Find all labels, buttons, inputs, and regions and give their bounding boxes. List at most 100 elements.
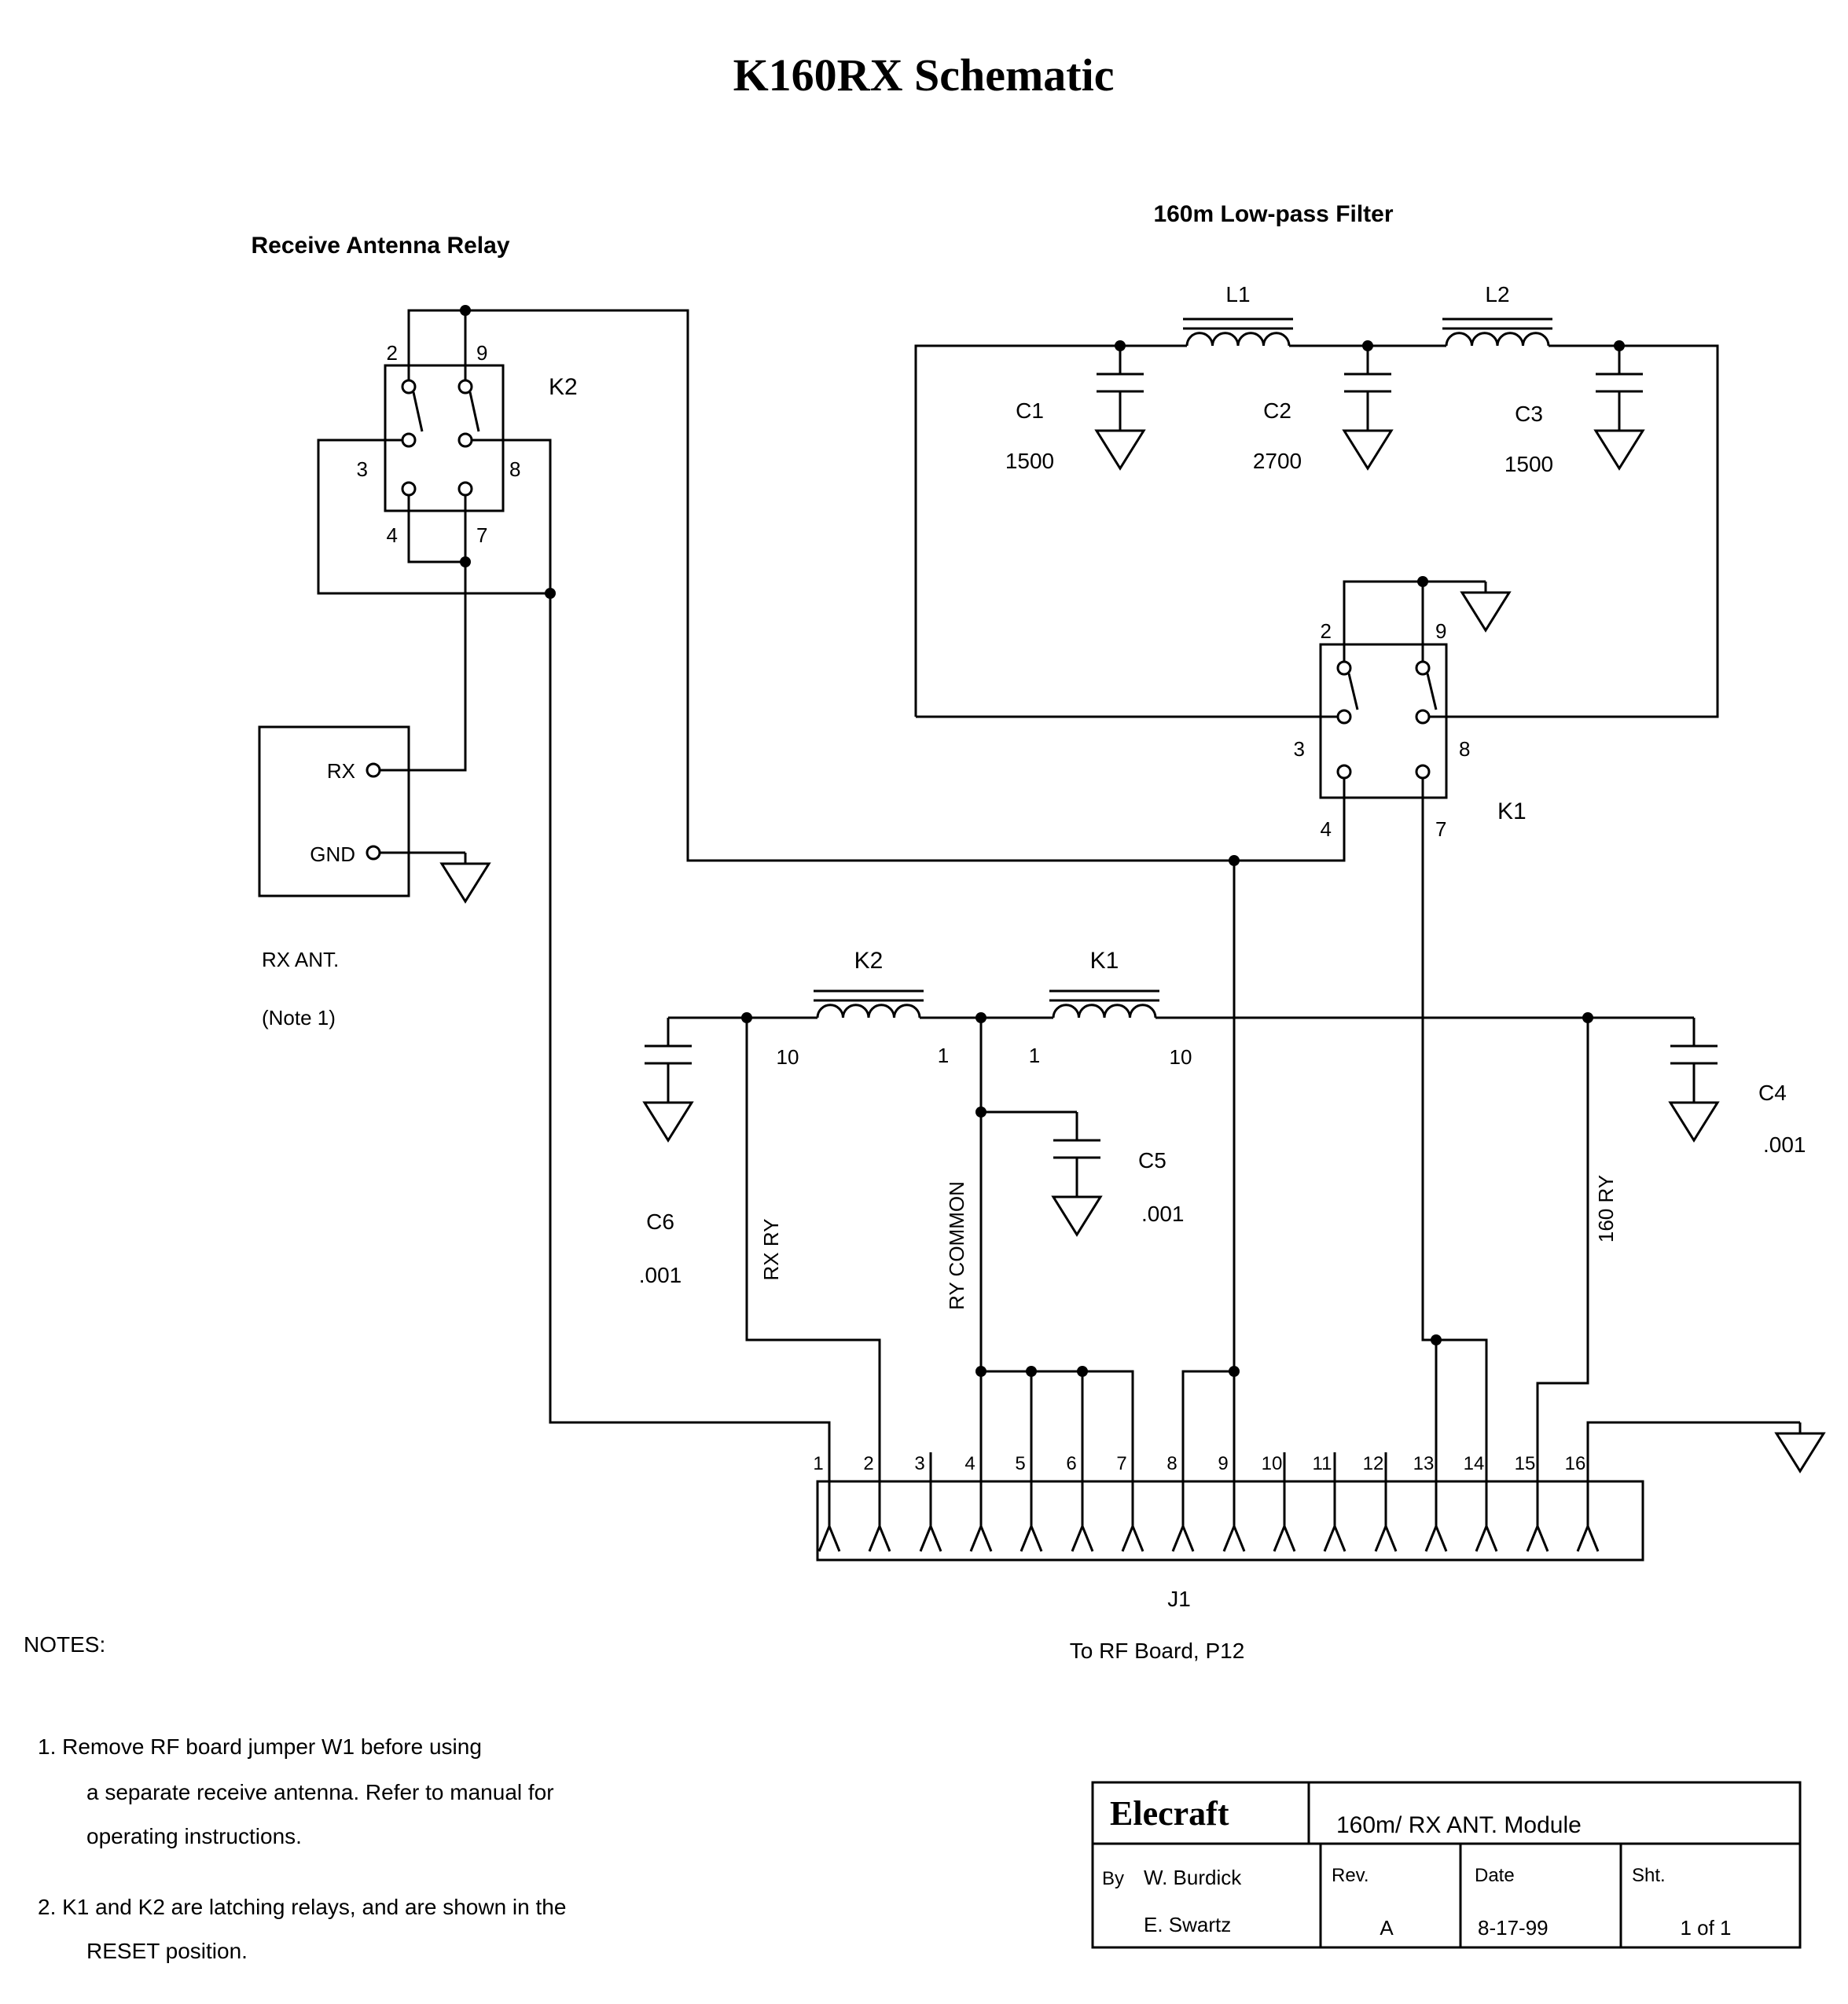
company-logo: Elecraft <box>1110 1794 1229 1833</box>
j1-pin-label-16: 16 <box>1565 1453 1586 1474</box>
capacitor-c4-value: .001 <box>1763 1132 1806 1157</box>
relay-k2-pin-9: 9 <box>476 341 487 365</box>
capacitor-c1-ref: C1 <box>1016 398 1044 423</box>
note-2-line-2: RESET position. <box>86 1939 248 1963</box>
ground-symbol-k1 <box>1460 580 1511 632</box>
by-name-1: W. Burdick <box>1144 1866 1242 1889</box>
capacitor-c2-ref: C2 <box>1263 398 1291 423</box>
net-label-ry-common: RY COMMON <box>945 1181 968 1310</box>
wires <box>317 309 1800 1481</box>
relay-k1-pin-9: 9 <box>1435 619 1446 643</box>
j1-pin-label-10: 10 <box>1262 1453 1283 1474</box>
net-label-160-ry: 160 RY <box>1594 1175 1618 1242</box>
capacitor-c3-ref: C3 <box>1515 402 1543 426</box>
net-label-rx-ry: RX RY <box>759 1219 783 1281</box>
relay-k1-pin-4: 4 <box>1321 817 1332 841</box>
relay-k1-ref: K1 <box>1497 798 1527 824</box>
relay-k2-pin-2: 2 <box>387 341 398 365</box>
relay-k1-pin-7: 7 <box>1435 817 1446 841</box>
j1-pin-label-3: 3 <box>914 1453 924 1474</box>
capacitor-c6-ref: C6 <box>646 1209 674 1234</box>
relay-k2-ref: K2 <box>549 374 578 400</box>
rx-ant-connector: RX GND RX ANT. (Note 1) <box>258 725 410 1030</box>
coil-k1-inductor <box>1048 989 1161 1019</box>
module-title: 160m/ RX ANT. Module <box>1336 1812 1582 1838</box>
coil-k2-pin-1: 1 <box>938 1044 949 1067</box>
sht-label: Sht. <box>1632 1865 1666 1886</box>
capacitor-c2 <box>1343 344 1393 421</box>
capacitor-c5-value: .001 <box>1141 1202 1185 1226</box>
j1-pin-label-15: 15 <box>1515 1453 1536 1474</box>
relay-coil-k2: K2 10 1 <box>777 948 950 1069</box>
note-2-line-1: 2. K1 and K2 are latching relays, and ar… <box>38 1895 566 1919</box>
ground-symbol-c5 <box>1052 1184 1102 1236</box>
capacitor-c2-value: 2700 <box>1253 449 1302 473</box>
capacitor-c1-value: 1500 <box>1005 449 1054 473</box>
relay-k1-pin-2: 2 <box>1321 619 1332 643</box>
gnd-terminal-label: GND <box>310 842 355 866</box>
ground-symbol-c1 <box>1095 418 1145 470</box>
j1-pin-label-11: 11 <box>1313 1453 1332 1474</box>
rx-terminal-label: RX <box>327 759 355 783</box>
coil-k2-inductor <box>812 989 925 1019</box>
rev-label: Rev. <box>1332 1865 1369 1886</box>
capacitor-c6 <box>643 1016 693 1093</box>
date-label: Date <box>1475 1865 1515 1886</box>
j1-pin-label-14: 14 <box>1464 1453 1485 1474</box>
j1-pin-label-1: 1 <box>813 1453 823 1474</box>
j1-pin-label-7: 7 <box>1116 1453 1126 1474</box>
j1-pin-label-8: 8 <box>1166 1453 1177 1474</box>
rx-ant-caption: RX ANT. <box>262 948 339 971</box>
capacitor-c4 <box>1669 1016 1719 1093</box>
date-value: 8-17-99 <box>1478 1916 1549 1940</box>
j1-connector: 1 2 3 4 5 6 7 8 9 10 11 12 13 14 15 16 J… <box>813 1453 1644 1663</box>
note-1-line-1: 1. Remove RF board jumper W1 before usin… <box>38 1734 482 1759</box>
coil-k2-pin-10: 10 <box>777 1045 799 1069</box>
j1-caption: To RF Board, P12 <box>1070 1639 1245 1663</box>
rx-ant-note: (Note 1) <box>262 1006 336 1030</box>
capacitor-c4-ref: C4 <box>1758 1081 1787 1105</box>
capacitor-c1 <box>1095 344 1145 421</box>
section-label-receive-antenna-relay: Receive Antenna Relay <box>251 233 509 259</box>
relay-k1-contacts: 2 9 3 8 4 7 K1 <box>1294 619 1527 841</box>
note-1-line-3: operating instructions. <box>86 1824 302 1848</box>
capacitor-c6-value: .001 <box>639 1263 682 1287</box>
inductor-l1 <box>1181 317 1295 347</box>
relay-k1-pin-8: 8 <box>1459 737 1470 761</box>
ground-symbol-rx-ant <box>440 851 490 903</box>
inductor-l2 <box>1441 317 1554 347</box>
notes-heading: NOTES: <box>24 1632 105 1657</box>
capacitor-c3-value: 1500 <box>1504 452 1553 476</box>
j1-pin-label-2: 2 <box>863 1453 873 1474</box>
page-title: K160RX Schematic <box>733 50 1115 101</box>
relay-k1-pin-3: 3 <box>1294 737 1305 761</box>
coil-k2-ref: K2 <box>854 948 884 974</box>
relay-k2-pin-8: 8 <box>509 457 520 481</box>
j1-pin-label-5: 5 <box>1015 1453 1025 1474</box>
relay-coil-k1: K1 1 10 <box>1029 948 1192 1069</box>
by-label: By <box>1102 1868 1124 1889</box>
section-label-lowpass-filter: 160m Low-pass Filter <box>1153 201 1393 227</box>
coil-k1-ref: K1 <box>1090 948 1119 974</box>
capacitor-c5-ref: C5 <box>1138 1148 1166 1173</box>
rev-value: A <box>1380 1916 1394 1940</box>
sht-value: 1 of 1 <box>1680 1916 1731 1940</box>
ground-symbol-c6 <box>643 1090 693 1142</box>
j1-pin-label-4: 4 <box>964 1453 975 1474</box>
ground-symbol-c3 <box>1594 418 1644 470</box>
by-name-2: E. Swartz <box>1144 1913 1231 1936</box>
relay-k2-pin-3: 3 <box>357 457 368 481</box>
j1-pin-label-9: 9 <box>1218 1453 1228 1474</box>
j1-pin-label-6: 6 <box>1066 1453 1076 1474</box>
notes: NOTES: 1. Remove RF board jumper W1 befo… <box>24 1632 566 1963</box>
lowpass-filter: L1 L2 C1 1500 C2 2700 C3 1500 <box>1005 282 1644 476</box>
capacitor-c3 <box>1594 344 1644 421</box>
note-1-line-2: a separate receive antenna. Refer to man… <box>86 1780 554 1804</box>
capacitor-c5 <box>1052 1110 1102 1187</box>
j1-pin-label-13: 13 <box>1413 1453 1435 1474</box>
j1-ref: J1 <box>1167 1587 1191 1611</box>
inductor-l2-ref: L2 <box>1485 282 1509 306</box>
junction-dots <box>460 305 1625 1377</box>
title-block: Elecraft 160m/ RX ANT. Module By W. Burd… <box>1091 1781 1802 1949</box>
